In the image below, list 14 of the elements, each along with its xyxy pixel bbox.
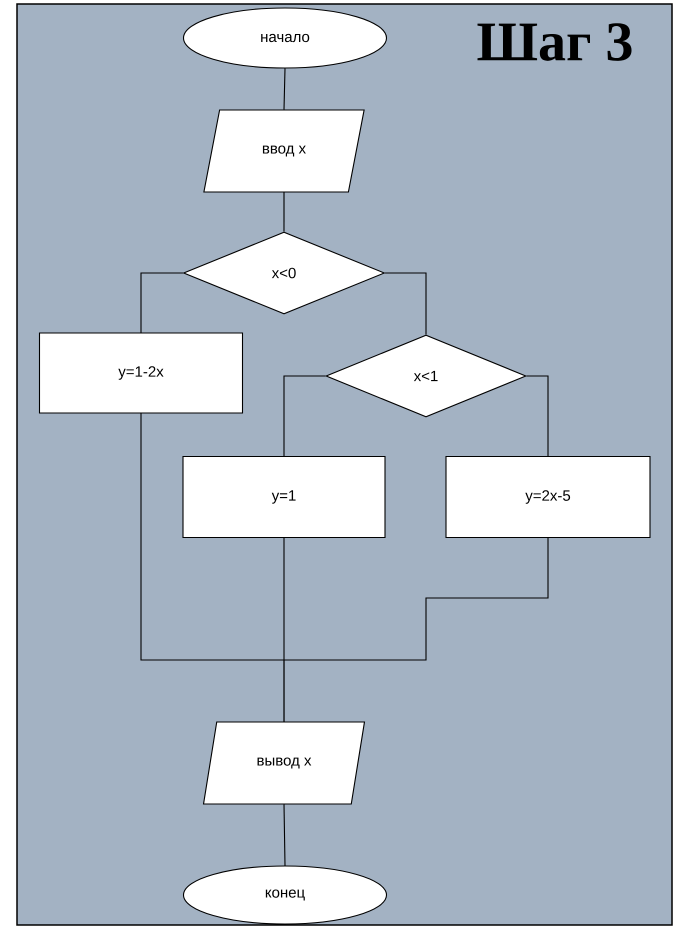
- connector-line: [283, 68, 286, 110]
- connector-line: [140, 272, 183, 332]
- process-box: y=1: [182, 456, 386, 538]
- title: Шаг 3: [478, 23, 632, 61]
- connector-line: [385, 272, 427, 334]
- connector-line: [283, 375, 326, 456]
- connector-line: [283, 192, 285, 232]
- process-box: y=1-2x: [38, 332, 244, 414]
- process-box: y=2x-5: [445, 456, 651, 538]
- input-output-parallelogram: вывод x: [202, 721, 366, 805]
- connector-line: [526, 375, 549, 456]
- input-output-parallelogram: ввод x: [203, 109, 365, 193]
- connector-line: [283, 538, 549, 722]
- connector-line: [283, 804, 286, 866]
